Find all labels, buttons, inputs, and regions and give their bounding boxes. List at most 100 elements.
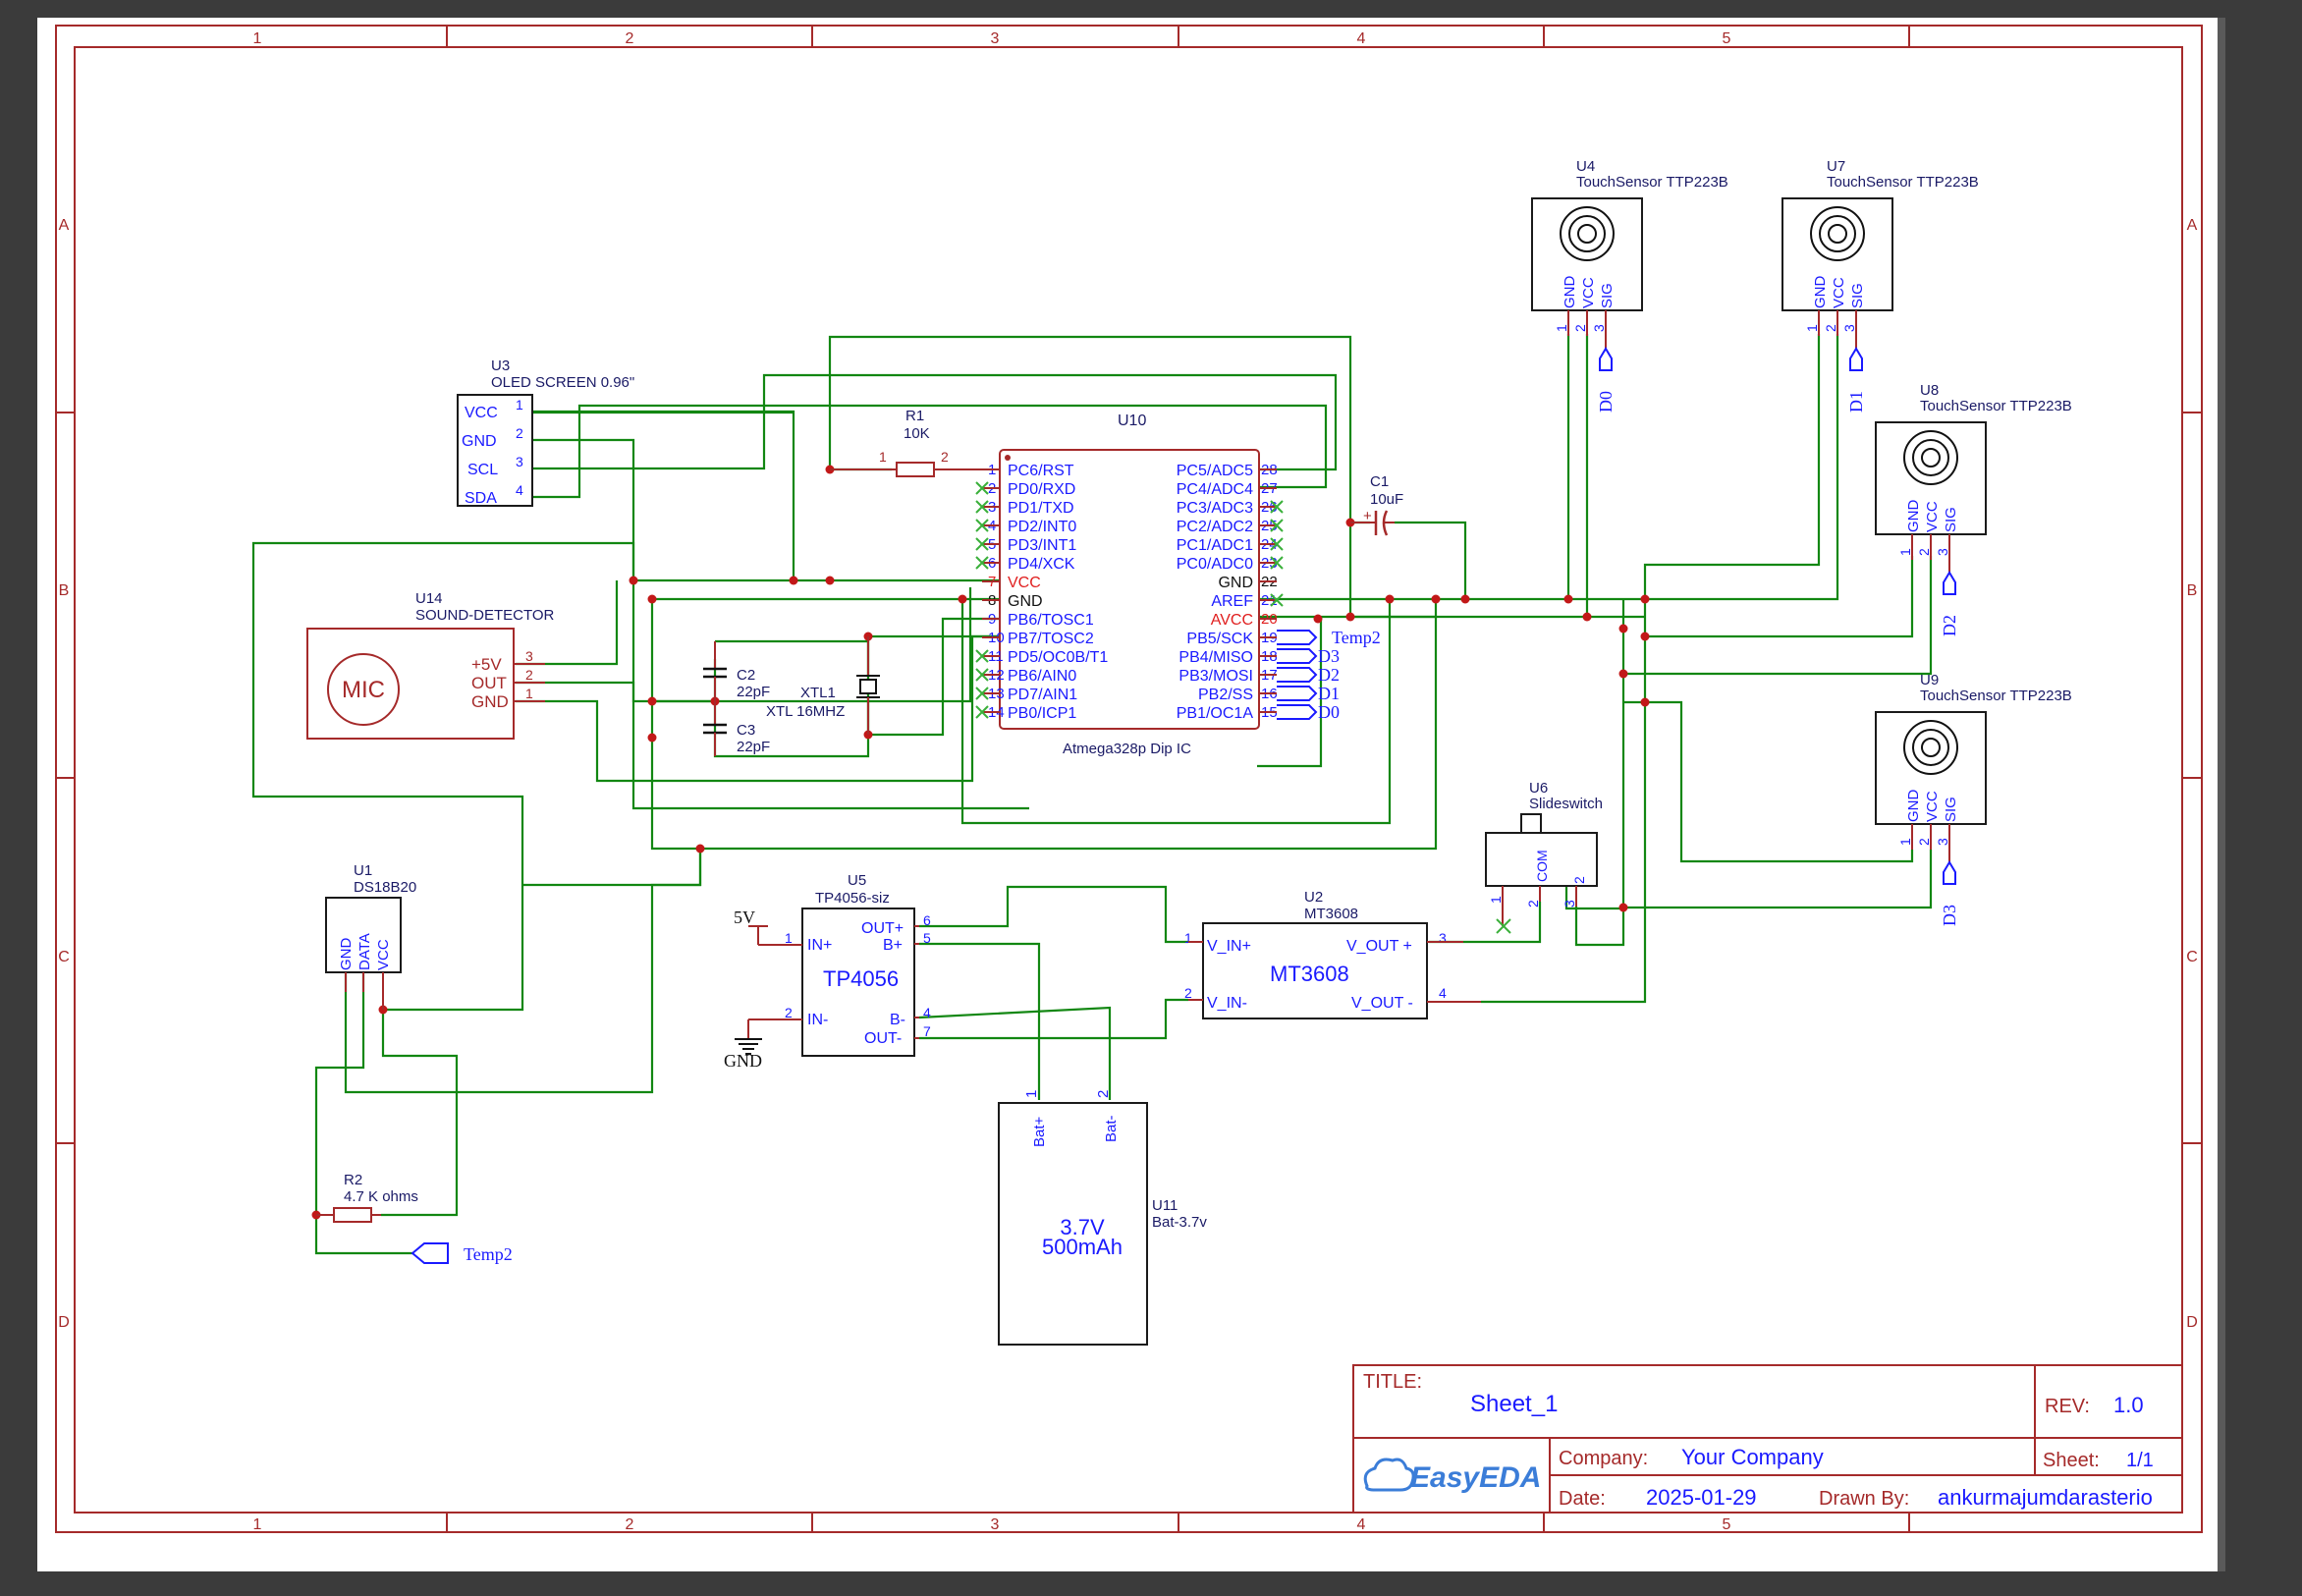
net-label: D1 bbox=[1318, 684, 1340, 703]
ref-label: U5 bbox=[848, 872, 866, 889]
row-label-left-a: A bbox=[59, 217, 70, 234]
mcu-pin-label: PD5/OC0B/T1 bbox=[1008, 649, 1108, 666]
wire bbox=[314, 1215, 412, 1255]
col-label-bottom-2: 2 bbox=[626, 1516, 634, 1533]
pin-label: V_IN+ bbox=[1207, 938, 1251, 955]
pin-num: 4 bbox=[516, 482, 523, 498]
net-label: D2 bbox=[1318, 665, 1340, 685]
part-name: TouchSensor TTP223B bbox=[1576, 174, 1728, 191]
pin-num: 3 bbox=[525, 648, 533, 664]
pin-num: 1 bbox=[1554, 324, 1569, 332]
pin-num: 1 bbox=[1023, 1090, 1040, 1098]
touch-pad-icon bbox=[1903, 720, 1958, 775]
pin-label: VCC bbox=[1924, 791, 1941, 822]
pin-label: V_OUT + bbox=[1346, 938, 1412, 955]
pin-num: 3 bbox=[1935, 548, 1950, 556]
battery-body bbox=[998, 1102, 1148, 1346]
sensor-body bbox=[325, 897, 402, 973]
ref-label: U11 bbox=[1152, 1197, 1178, 1214]
wire bbox=[1623, 556, 1933, 676]
inner-frame bbox=[74, 46, 2183, 1513]
pin-num: 1 bbox=[1897, 548, 1913, 556]
mcu-pin-label: PB7/TOSC2 bbox=[1008, 631, 1094, 647]
ref-label: R2 bbox=[344, 1172, 362, 1188]
switch-knob-icon bbox=[1520, 813, 1542, 834]
touch-sensor-u9: U9 TouchSensor TTP223B GND VCC SIG 1 2 3… bbox=[1875, 672, 2072, 926]
mcu-pin-label: AVCC bbox=[1211, 612, 1253, 629]
pin-label: GND bbox=[471, 692, 509, 711]
ref-label: U7 bbox=[1827, 158, 1845, 175]
pin-num: 1 bbox=[1184, 930, 1192, 946]
pin-label: Bat- bbox=[1103, 1115, 1120, 1142]
sheet-label: Sheet: bbox=[2043, 1450, 2100, 1471]
pin-num: 2 bbox=[785, 1005, 793, 1020]
pin-num: 3 bbox=[1935, 838, 1950, 846]
pin-label: V_OUT - bbox=[1351, 995, 1413, 1012]
wire bbox=[1257, 619, 1323, 768]
mcu-pin-label: PB6/AIN0 bbox=[1008, 668, 1076, 685]
row-label-right-c: C bbox=[2186, 949, 2198, 965]
microphone-icon bbox=[327, 653, 400, 726]
pin-num: 1 bbox=[1897, 838, 1913, 846]
wire bbox=[650, 599, 1438, 851]
part-name: Bat-3.7v bbox=[1152, 1214, 1207, 1231]
switch-body bbox=[1485, 832, 1598, 887]
wire bbox=[516, 587, 972, 703]
charger-body bbox=[801, 908, 915, 1057]
mcu-pin-label: AREF bbox=[1211, 593, 1253, 610]
row-label-left-b: B bbox=[59, 582, 70, 599]
value-label: 22pF bbox=[737, 684, 770, 700]
value-label: 22pF bbox=[737, 739, 770, 755]
pin-num: 2 bbox=[1095, 1090, 1112, 1098]
part-name: TouchSensor TTP223B bbox=[1920, 398, 2072, 414]
part-name: SOUND-DETECTOR bbox=[415, 607, 555, 624]
mcu-pin-label: PD2/INT0 bbox=[1008, 519, 1076, 535]
sensor-body bbox=[1875, 421, 1987, 535]
no-connect-icon bbox=[975, 481, 989, 495]
ref-label: U9 bbox=[1920, 672, 1939, 688]
ref-label: U10 bbox=[1118, 413, 1146, 429]
logo-text: EasyEDA bbox=[1410, 1461, 1541, 1494]
wire bbox=[919, 942, 1041, 1100]
sound-detector-u14: U14 SOUND-DETECTOR MIC +5V OUT GND 3 2 1 bbox=[306, 590, 555, 740]
net-label: D1 bbox=[1846, 391, 1866, 413]
converter-body bbox=[1202, 922, 1428, 1019]
pin-num: 1 bbox=[1488, 896, 1504, 904]
net-flag-icon bbox=[1277, 686, 1318, 701]
pin1-marker-icon bbox=[1005, 455, 1011, 461]
pin-label: VCC bbox=[375, 939, 392, 970]
part-name: TouchSensor TTP223B bbox=[1920, 688, 2072, 704]
pin-num: 3 bbox=[1841, 324, 1857, 332]
mcu-pin-label: PC0/ADC0 bbox=[1177, 556, 1253, 573]
pin-num: 5 bbox=[923, 930, 931, 946]
value-label: XTL 16MHZ bbox=[766, 703, 845, 720]
company-label: Company: bbox=[1559, 1448, 1648, 1469]
net-label: Temp2 bbox=[464, 1244, 513, 1264]
mcu-pin-label: PC4/ADC4 bbox=[1177, 481, 1253, 498]
mcu-pin-label: PC1/ADC1 bbox=[1177, 537, 1253, 554]
title-block: TITLE: Sheet_1 REV: 1.0 Company: Your Co… bbox=[1352, 1364, 2183, 1513]
net-label: D0 bbox=[1318, 702, 1340, 722]
touch-sensor-u4: U4 TouchSensor TTP223B GND VCC SIG 1 2 3… bbox=[1531, 158, 1728, 413]
slide-switch-u6: U6 Slideswitch COM 1 2 3 2 bbox=[1485, 780, 1603, 934]
net-flag-icon bbox=[1943, 571, 1956, 595]
ref-label: U3 bbox=[491, 358, 510, 374]
col-label-bottom-1: 1 bbox=[253, 1516, 262, 1533]
crystal-xtl1: XTL1 XTL 16MHZ bbox=[766, 636, 880, 735]
pin-label: B- bbox=[890, 1012, 905, 1028]
pin-label: GND bbox=[462, 433, 497, 450]
mcu-u10: U10 Atmega328p Dip IC PC6/RST1PD0/RXD2PD… bbox=[975, 413, 1381, 757]
easyeda-logo: EasyEDA bbox=[1363, 1458, 1541, 1494]
mic-label: MIC bbox=[342, 677, 385, 703]
pin-num: 4 bbox=[923, 1005, 931, 1020]
wire bbox=[918, 1006, 1112, 1100]
oled-screen-u3: U3 OLED SCREEN 0.96" VCC GND SCL SDA 1 2… bbox=[457, 358, 634, 507]
ref-label: R1 bbox=[905, 408, 924, 424]
net-flag-icon bbox=[411, 1242, 449, 1264]
mcu-pin-label: PD4/XCK bbox=[1008, 556, 1075, 573]
mcu-pin-label: PD7/AIN1 bbox=[1008, 687, 1077, 703]
wire bbox=[533, 404, 1328, 499]
mcu-pin-label: PB2/SS bbox=[1198, 687, 1253, 703]
rev-value: 1.0 bbox=[2113, 1393, 2144, 1417]
date-label: Date: bbox=[1559, 1488, 1606, 1510]
